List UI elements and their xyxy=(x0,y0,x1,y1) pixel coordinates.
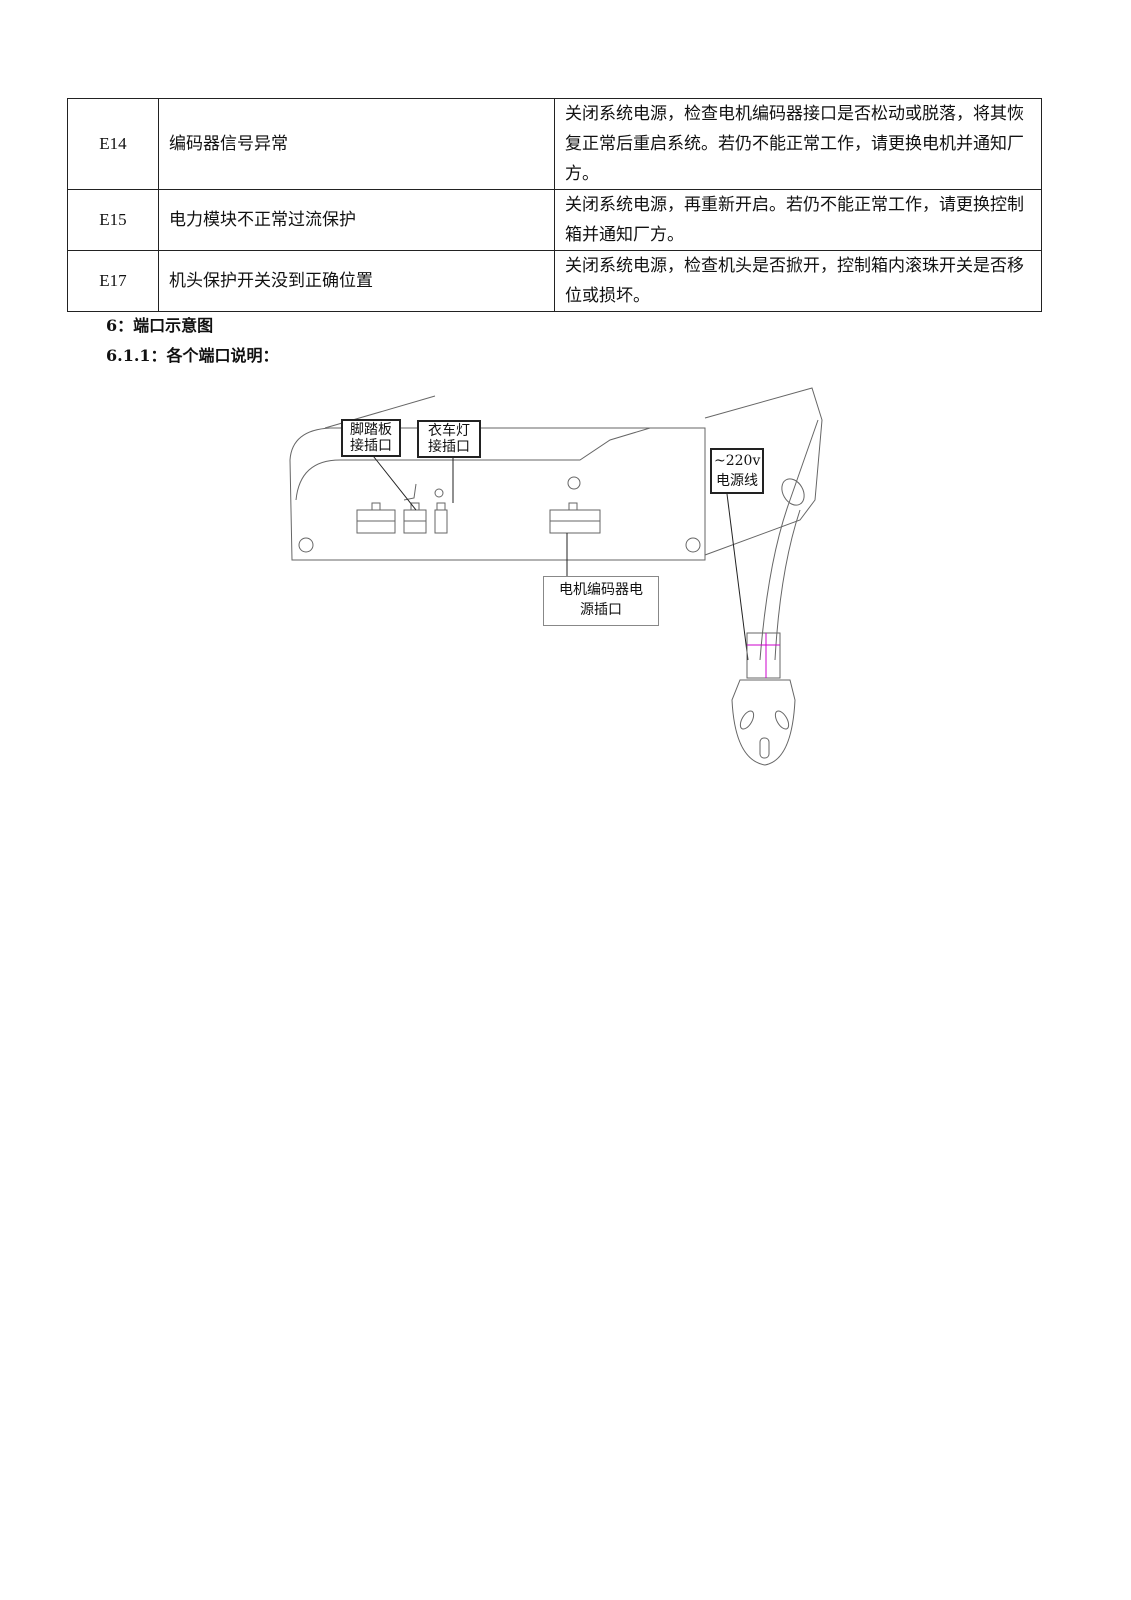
error-solution: 关闭系统电源，再重新开启。若仍不能正常工作，请更换控制箱并通知厂方。 xyxy=(554,189,1042,251)
subsection-heading: 6.1.1：各个端口说明： xyxy=(106,346,279,365)
label-line: 电机编码器电 xyxy=(559,582,643,598)
error-code-table: E14 编码器信号异常 关闭系统电源，检查电机编码器接口是否松动或脱落，将其恢复… xyxy=(67,98,1042,312)
screw-hole xyxy=(685,537,701,553)
screw-hole xyxy=(298,537,314,553)
motor-encoder-port-label: 电机编码器电 源插口 xyxy=(543,576,659,626)
error-description: 电力模块不正常过流保护 xyxy=(158,189,555,251)
connector-pedal xyxy=(403,502,427,534)
table-row: E15 电力模块不正常过流保护 关闭系统电源，再重新开启。若仍不能正常工作，请更… xyxy=(67,189,1042,251)
connector-lamp xyxy=(434,502,448,534)
label-line: ~220v xyxy=(714,453,761,469)
power-cord-label: ~220v 电源线 xyxy=(710,448,764,494)
label-line: 电源线 xyxy=(716,473,758,489)
error-description: 机头保护开关没到正确位置 xyxy=(158,250,555,312)
error-code: E17 xyxy=(67,250,159,312)
error-description: 编码器信号异常 xyxy=(158,98,555,190)
leader-lines xyxy=(369,451,749,661)
port-diagram xyxy=(289,387,823,766)
label-line: 衣车灯 xyxy=(428,423,470,439)
power-cord xyxy=(746,419,819,679)
table-row: E17 机头保护开关没到正确位置 关闭系统电源，检查机头是否掀开，控制箱内滚珠开… xyxy=(67,250,1042,312)
connector-motor xyxy=(549,502,601,534)
label-line: 源插口 xyxy=(580,602,622,618)
error-code: E14 xyxy=(67,98,159,190)
power-plug xyxy=(731,679,796,766)
label-line: 脚踏板 xyxy=(350,422,392,438)
pedal-port-label: 脚踏板 接插口 xyxy=(341,419,401,457)
section-heading: 6：端口示意图 xyxy=(106,316,214,335)
error-solution: 关闭系统电源，检查机头是否掀开，控制箱内滚珠开关是否移位或损坏。 xyxy=(554,250,1042,312)
lamp-port-label: 衣车灯 接插口 xyxy=(417,420,481,458)
connector-8pin xyxy=(356,502,396,534)
table-row: E14 编码器信号异常 关闭系统电源，检查电机编码器接口是否松动或脱落，将其恢复… xyxy=(67,98,1042,190)
lamp-icon xyxy=(434,488,444,498)
label-line: 接插口 xyxy=(350,438,392,454)
label-line: 接插口 xyxy=(428,439,470,455)
error-solution: 关闭系统电源，检查电机编码器接口是否松动或脱落，将其恢复正常后重启系统。若仍不能… xyxy=(554,98,1042,190)
motor-icon xyxy=(567,476,581,490)
